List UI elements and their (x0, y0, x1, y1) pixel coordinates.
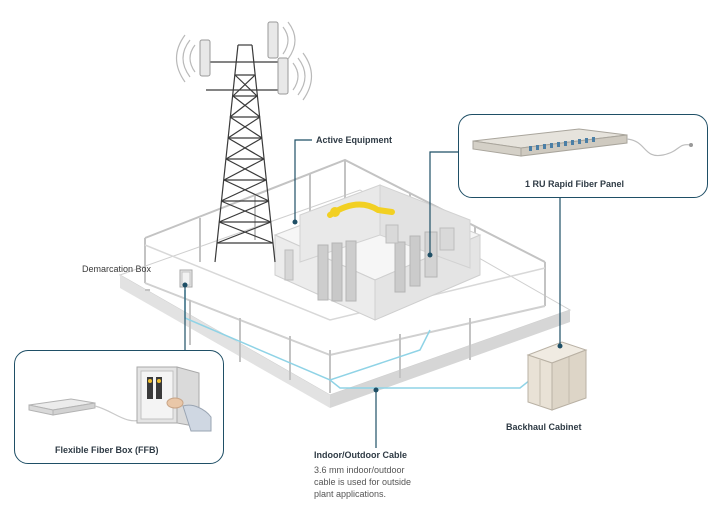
rapid-fiber-panel-label: 1 RU Rapid Fiber Panel (525, 179, 625, 189)
cell-tower (206, 44, 284, 263)
backhaul-cabinet-device (526, 341, 588, 411)
equipment-shelter (273, 184, 482, 321)
flexible-fiber-box-image (28, 366, 212, 432)
signal-waves (175, 21, 313, 101)
flexible-fiber-box-label: Flexible Fiber Box (FFB) (55, 445, 159, 455)
cable-description-line: cable is used for outside (314, 477, 412, 487)
rapid-fiber-panel-image (472, 128, 693, 157)
leader-dots (182, 219, 563, 393)
cable-description: 3.6 mm indoor/outdoor cable is used for … (314, 464, 411, 500)
leader-lines (184, 139, 561, 448)
flexible-fiber-box-callout: Flexible Fiber Box (FFB) (14, 350, 224, 464)
active-equipment-label: Active Equipment (316, 135, 393, 145)
cable-description-line: 3.6 mm indoor/outdoor (314, 465, 405, 475)
cable-description-line: plant applications. (314, 489, 387, 499)
rapid-fiber-panel-callout: 1 RU Rapid Fiber Panel (458, 114, 708, 198)
backhaul-cabinet-label: Backhaul Cabinet (506, 422, 582, 432)
antenna-panels (199, 21, 289, 95)
cable-title-label: Indoor/Outdoor Cable (314, 450, 407, 460)
demarcation-box-label: Demarcation Box (82, 264, 152, 274)
